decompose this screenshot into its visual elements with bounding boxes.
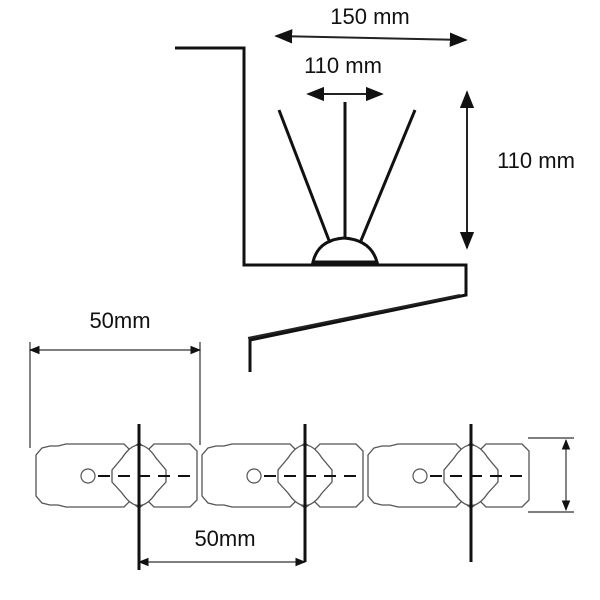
side-view: 150 mm 110 mm 110 mm — [175, 4, 575, 372]
mount-hole — [80, 468, 96, 484]
mount-hole — [412, 468, 428, 484]
spike-left — [277, 109, 332, 244]
mount-hole — [246, 468, 262, 484]
ledge-underside — [247, 294, 461, 339]
dim-label-base-width: 150 mm — [330, 4, 409, 29]
dim-label-spike-pitch: 50mm — [194, 526, 255, 551]
strip-segment-1 — [35, 424, 198, 512]
dim-arrow-base-width — [274, 29, 468, 47]
wall-ledge-profile — [175, 46, 468, 372]
strip-segment-3 — [367, 424, 530, 562]
spike-base — [311, 236, 379, 264]
strip-segment-2 — [201, 424, 364, 562]
strip-view: 50mm 50mm — [28, 308, 574, 570]
dim-label-segment-length: 50mm — [89, 308, 150, 333]
spike-right — [358, 109, 417, 244]
dim-label-height: 110 mm — [497, 148, 575, 173]
dim-label-spike-spread: 110 mm — [304, 53, 382, 78]
